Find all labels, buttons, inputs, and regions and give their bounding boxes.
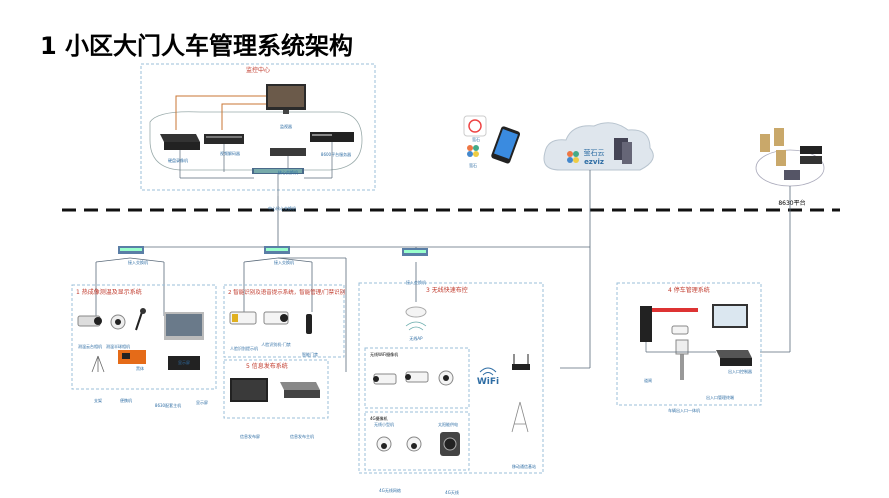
monitor-center-box xyxy=(140,63,376,191)
platform-server-label: 8600平台服务器 xyxy=(321,151,351,157)
subsystem-3-bottom-2: 4G天线 xyxy=(445,489,459,495)
subsystem-3-title: 3 无线快速布控 xyxy=(426,286,468,294)
subsystem-1-item-2: 测温半球相机 xyxy=(106,343,130,349)
subsystem-2-title: 2 智能识别及语音提示系统，智能管理/门禁识别 xyxy=(228,288,345,296)
tripod-icon xyxy=(91,355,105,373)
thermal-dome-camera-icon xyxy=(110,314,126,330)
center-switch-icon xyxy=(270,148,306,156)
core-switch-label: 核心交换机 xyxy=(278,169,298,175)
platform-8630-ellipse xyxy=(755,149,825,187)
access-switch-3-icon xyxy=(402,248,428,256)
router-icon xyxy=(512,354,530,370)
face-camera-icon xyxy=(229,311,257,325)
subsystem-4-item-1: 道闸 xyxy=(644,377,652,383)
4g-small-camera-label: 无线小型机 xyxy=(374,421,394,427)
subsystem-2-item-3: 智能门禁 xyxy=(302,351,318,357)
4g-camera-title: 4G摄像机 xyxy=(370,415,388,421)
wireless-ap-label: 无线AP xyxy=(409,335,423,341)
subsystem-1-item-1: 测温云台相机 xyxy=(78,343,102,349)
platform-server-icon xyxy=(310,132,354,142)
access-switch-2-icon xyxy=(264,246,290,254)
platform-8630-label: 8630平台 xyxy=(778,199,805,207)
decoder-label: 视频解码器 xyxy=(220,150,240,156)
subsystem-5-bottom-1: 信息发布屏 xyxy=(240,433,260,439)
subsystem-1-bottom-4: 显示屏 xyxy=(196,399,208,405)
subsystem-3-bottom-1: 4G无线网络 xyxy=(379,487,401,493)
subsystem-5-box xyxy=(223,359,329,419)
subsystem-2-box xyxy=(223,284,345,358)
page-title: 1 小区大门人车管理系统架构 xyxy=(40,32,354,60)
subsystem-4-bottom: 出入口管理终端 xyxy=(706,394,734,400)
thermal-bullet-camera-icon xyxy=(77,315,102,327)
barrier-gate-icon xyxy=(640,306,698,342)
conference-display-icon xyxy=(164,312,204,340)
nvr-label: 硬盘录像机 xyxy=(168,157,188,163)
monitor-center-title: 监控中心 xyxy=(246,66,270,74)
subsystem-4-title: 4 停车管理系统 xyxy=(668,286,710,294)
subsystem-1-bottom-3: 8630配套主机 xyxy=(155,402,181,408)
wifi-bullet-camera-1-icon xyxy=(373,373,397,385)
ezviz-logo-icon xyxy=(467,145,479,157)
wifi-logo: WiFi xyxy=(477,377,499,387)
subsystem-1-box xyxy=(71,284,217,390)
subsystem-1-item-3: 黑体 xyxy=(136,365,144,371)
ezviz-app-label: 萤石 xyxy=(469,162,477,168)
monitor-label: 监视器 xyxy=(280,123,292,129)
ap-wifi-waves-icon xyxy=(405,321,427,331)
4g-dome-camera-1-icon xyxy=(376,436,392,452)
subsystem-1-item-4: 显示屏 xyxy=(178,359,190,365)
parking-controller-icon xyxy=(716,350,752,366)
smart-gate-icon xyxy=(306,314,312,334)
wireless-ap-icon xyxy=(405,306,427,318)
subsystem-4-item-3: 出入口控制器 xyxy=(728,368,752,374)
nvr-icon xyxy=(160,134,200,150)
app-label: 萤石 xyxy=(472,136,480,142)
subsystem-3-bottom-3: 移动通信基站 xyxy=(512,463,536,469)
subsystem-2-item-1: 人脸识别提示机 xyxy=(230,345,258,351)
server-icon xyxy=(760,128,822,180)
cloud-brand-en: ezviz xyxy=(584,158,604,166)
cloud-brand: 萤石云 xyxy=(584,148,605,157)
core-switch-icon xyxy=(252,168,304,174)
4g-camera-box xyxy=(364,411,470,471)
subsystem-4-box xyxy=(616,282,762,406)
subsystem-2-item-2: 人脸识别机-门禁 xyxy=(261,341,290,347)
wifi-signal-icon xyxy=(479,367,497,376)
face-terminal-icon xyxy=(263,311,289,325)
subsystem-4-item-2: 车辆出入口一体机 xyxy=(668,407,700,413)
4g-dome-camera-2-icon xyxy=(406,436,422,452)
subsystem-1-title: 1 热成像测温及显示系统 xyxy=(76,288,142,296)
subsystem-3-box xyxy=(358,282,544,474)
parking-pc-icon xyxy=(712,304,748,328)
subsystem-5-bottom-2: 信息发布主机 xyxy=(290,433,314,439)
subsystem-1-bottom-2: 便携机 xyxy=(120,397,132,403)
info-host-icon xyxy=(280,382,320,398)
wifi-ptz-camera-icon xyxy=(438,370,454,386)
wifi-camera-box xyxy=(364,347,470,409)
lane-pole-icon xyxy=(675,339,689,380)
display-screen-icon xyxy=(168,356,200,370)
monitor-icon xyxy=(266,84,306,114)
access-switch-2-label: 接入交换机 xyxy=(274,259,294,265)
wifi-camera-title: 无线WiFi摄像机 xyxy=(370,351,398,357)
access-switch-3-label: 接入交换机 xyxy=(406,279,426,285)
access-switch-1-icon xyxy=(118,246,144,254)
center-bottom-label: 中心核心交换机 xyxy=(268,205,296,211)
subsystem-1-bottom-1: 支架 xyxy=(94,397,102,403)
info-display-icon xyxy=(230,378,268,402)
ezviz-app-icon xyxy=(463,115,487,137)
access-switch-1-label: 接入交换机 xyxy=(128,259,148,265)
4g-ptz-camera-icon xyxy=(440,432,460,456)
wifi-bullet-camera-2-icon xyxy=(405,371,429,383)
solar-label: 太阳能供电 xyxy=(438,421,458,427)
decoder-icon xyxy=(204,134,244,144)
cell-tower-icon xyxy=(511,401,529,433)
subsystem-5-title: 5 信息发布系统 xyxy=(246,362,288,370)
cloud-icon xyxy=(543,122,654,171)
blackbody-icon xyxy=(118,350,146,364)
microphone-icon xyxy=(135,308,146,331)
smartphone-icon xyxy=(491,126,521,164)
anpr-camera-icon xyxy=(671,325,689,335)
